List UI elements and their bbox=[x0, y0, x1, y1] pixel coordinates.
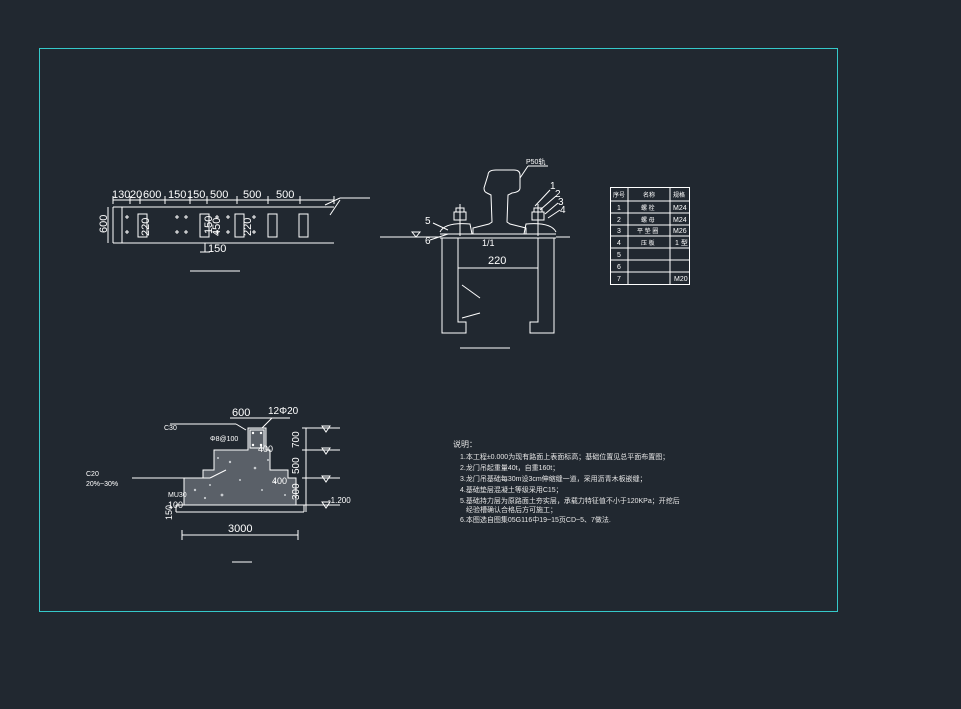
table-header-name: 名称 bbox=[643, 191, 655, 199]
rail-mark-2: 2 bbox=[555, 189, 561, 200]
table-row-7-spec: M20 bbox=[674, 276, 688, 283]
notes-line-7: 6.本图选自图集05G116中19~15页CD~5、7做法. bbox=[460, 515, 611, 524]
notes-line-5: 5.基础持力层为原路面土夯实层，承载力特征值不小于120KPa；开挖后 bbox=[460, 496, 680, 505]
rail-dim-width: 220 bbox=[488, 255, 506, 267]
foundation-dim-400-a: 400 bbox=[258, 444, 273, 454]
plan-dim-bottom: 150 bbox=[208, 243, 226, 255]
notes-line-6: 经验槽确认合格后方可施工； bbox=[466, 505, 557, 514]
plan-dim-top-8: 500 bbox=[276, 189, 294, 201]
plan-dim-inner-1: 220 bbox=[140, 218, 152, 236]
rail-mark-4: 4 bbox=[560, 205, 566, 216]
foundation-label-c30: C30 bbox=[164, 425, 177, 432]
table-row-4-spec: 1 型 bbox=[675, 238, 688, 247]
notes-line-2: 2.龙门吊起重量40t，自重160t； bbox=[460, 463, 559, 472]
table-row-5-no: 5 bbox=[617, 252, 621, 259]
plan-dim-left: 600 bbox=[98, 215, 110, 233]
foundation-dim-300: 300 bbox=[291, 483, 302, 500]
ground-level-icon bbox=[410, 231, 422, 238]
plan-dim-top-4: 150 bbox=[168, 189, 186, 201]
table-row-7-no: 7 bbox=[617, 276, 621, 283]
foundation-label-c20: C20 bbox=[86, 471, 99, 478]
foundation-level-neg: -1.200 bbox=[328, 496, 351, 505]
table-row-1-spec: M24 bbox=[673, 205, 687, 212]
foundation-dim-top-2: 12Φ20 bbox=[268, 406, 299, 417]
notes-heading: 说明： bbox=[453, 439, 477, 449]
rail-mark-6: 6 bbox=[425, 236, 431, 247]
rail-fixing-plan bbox=[107, 196, 370, 272]
table-row-2-spec: M24 bbox=[673, 217, 687, 224]
level-marker-icon bbox=[321, 425, 331, 509]
plan-dim-top-2: 20 bbox=[130, 189, 142, 201]
foundation-dim-100: 100 bbox=[168, 500, 183, 510]
foundation-label-mu: MU30 bbox=[168, 492, 187, 499]
foundation-section-view bbox=[132, 417, 340, 563]
plan-dim-inner-4: 220 bbox=[242, 218, 254, 236]
foundation-dim-150: 150 bbox=[164, 505, 174, 520]
table-row-6-no: 6 bbox=[617, 264, 621, 271]
table-row-1-name: 螺 栓 bbox=[641, 204, 655, 212]
foundation-dim-700: 700 bbox=[291, 431, 302, 448]
notes-line-3: 3.龙门吊基础每30m设3cm伸缩缝一道，采用沥青木板嵌缝； bbox=[460, 474, 647, 483]
table-row-3-spec: M26 bbox=[673, 228, 687, 235]
foundation-label-phi: Φ8@100 bbox=[210, 436, 238, 443]
table-row-3-name: 平 垫 圈 bbox=[637, 227, 658, 235]
rail-section-view bbox=[380, 165, 570, 349]
rail-mark-5: 5 bbox=[425, 216, 431, 227]
rail-label: P50轨 bbox=[526, 157, 545, 166]
plan-dim-top-5: 150 bbox=[187, 189, 205, 201]
foundation-dim-base: 3000 bbox=[228, 523, 252, 535]
table-row-1-no: 1 bbox=[617, 205, 621, 212]
foundation-dim-top-1: 600 bbox=[232, 407, 250, 419]
plan-dim-top-1: 130 bbox=[112, 189, 130, 201]
rail-mark-3: 3 bbox=[558, 197, 564, 208]
table-row-4-name: 压 板 bbox=[641, 239, 655, 247]
plan-dim-top-7: 500 bbox=[243, 189, 261, 201]
plan-dim-top-6: 500 bbox=[210, 189, 228, 201]
table-row-3-no: 3 bbox=[617, 228, 621, 235]
table-row-2-no: 2 bbox=[617, 217, 621, 224]
foundation-dim-400-b: 400 bbox=[272, 476, 287, 486]
plan-dim-inner-2: 150 bbox=[203, 216, 215, 234]
table-header-no: 序号 bbox=[613, 191, 625, 199]
foundation-dim-500: 500 bbox=[291, 457, 302, 474]
table-row-4-no: 4 bbox=[617, 240, 621, 247]
table-row-2-name: 螺 母 bbox=[641, 216, 655, 224]
plan-dim-top-3: 600 bbox=[143, 189, 161, 201]
sheet-frame bbox=[39, 48, 838, 612]
parts-table bbox=[610, 187, 690, 285]
rail-mark-center: 1/1 bbox=[482, 238, 495, 248]
rail-mark-1: 1 bbox=[550, 181, 556, 192]
notes-line-1: 1.本工程±0.000为现有路面上表面标高；基础位置见总平面布置图； bbox=[460, 452, 669, 461]
table-header-spec: 规格 bbox=[673, 191, 685, 199]
notes-line-4: 4.基础垫层混凝土等级采用C15； bbox=[460, 485, 563, 494]
foundation-label-ratio: 20%~30% bbox=[86, 481, 118, 488]
plan-dim-inner-3: 450 bbox=[211, 218, 223, 236]
